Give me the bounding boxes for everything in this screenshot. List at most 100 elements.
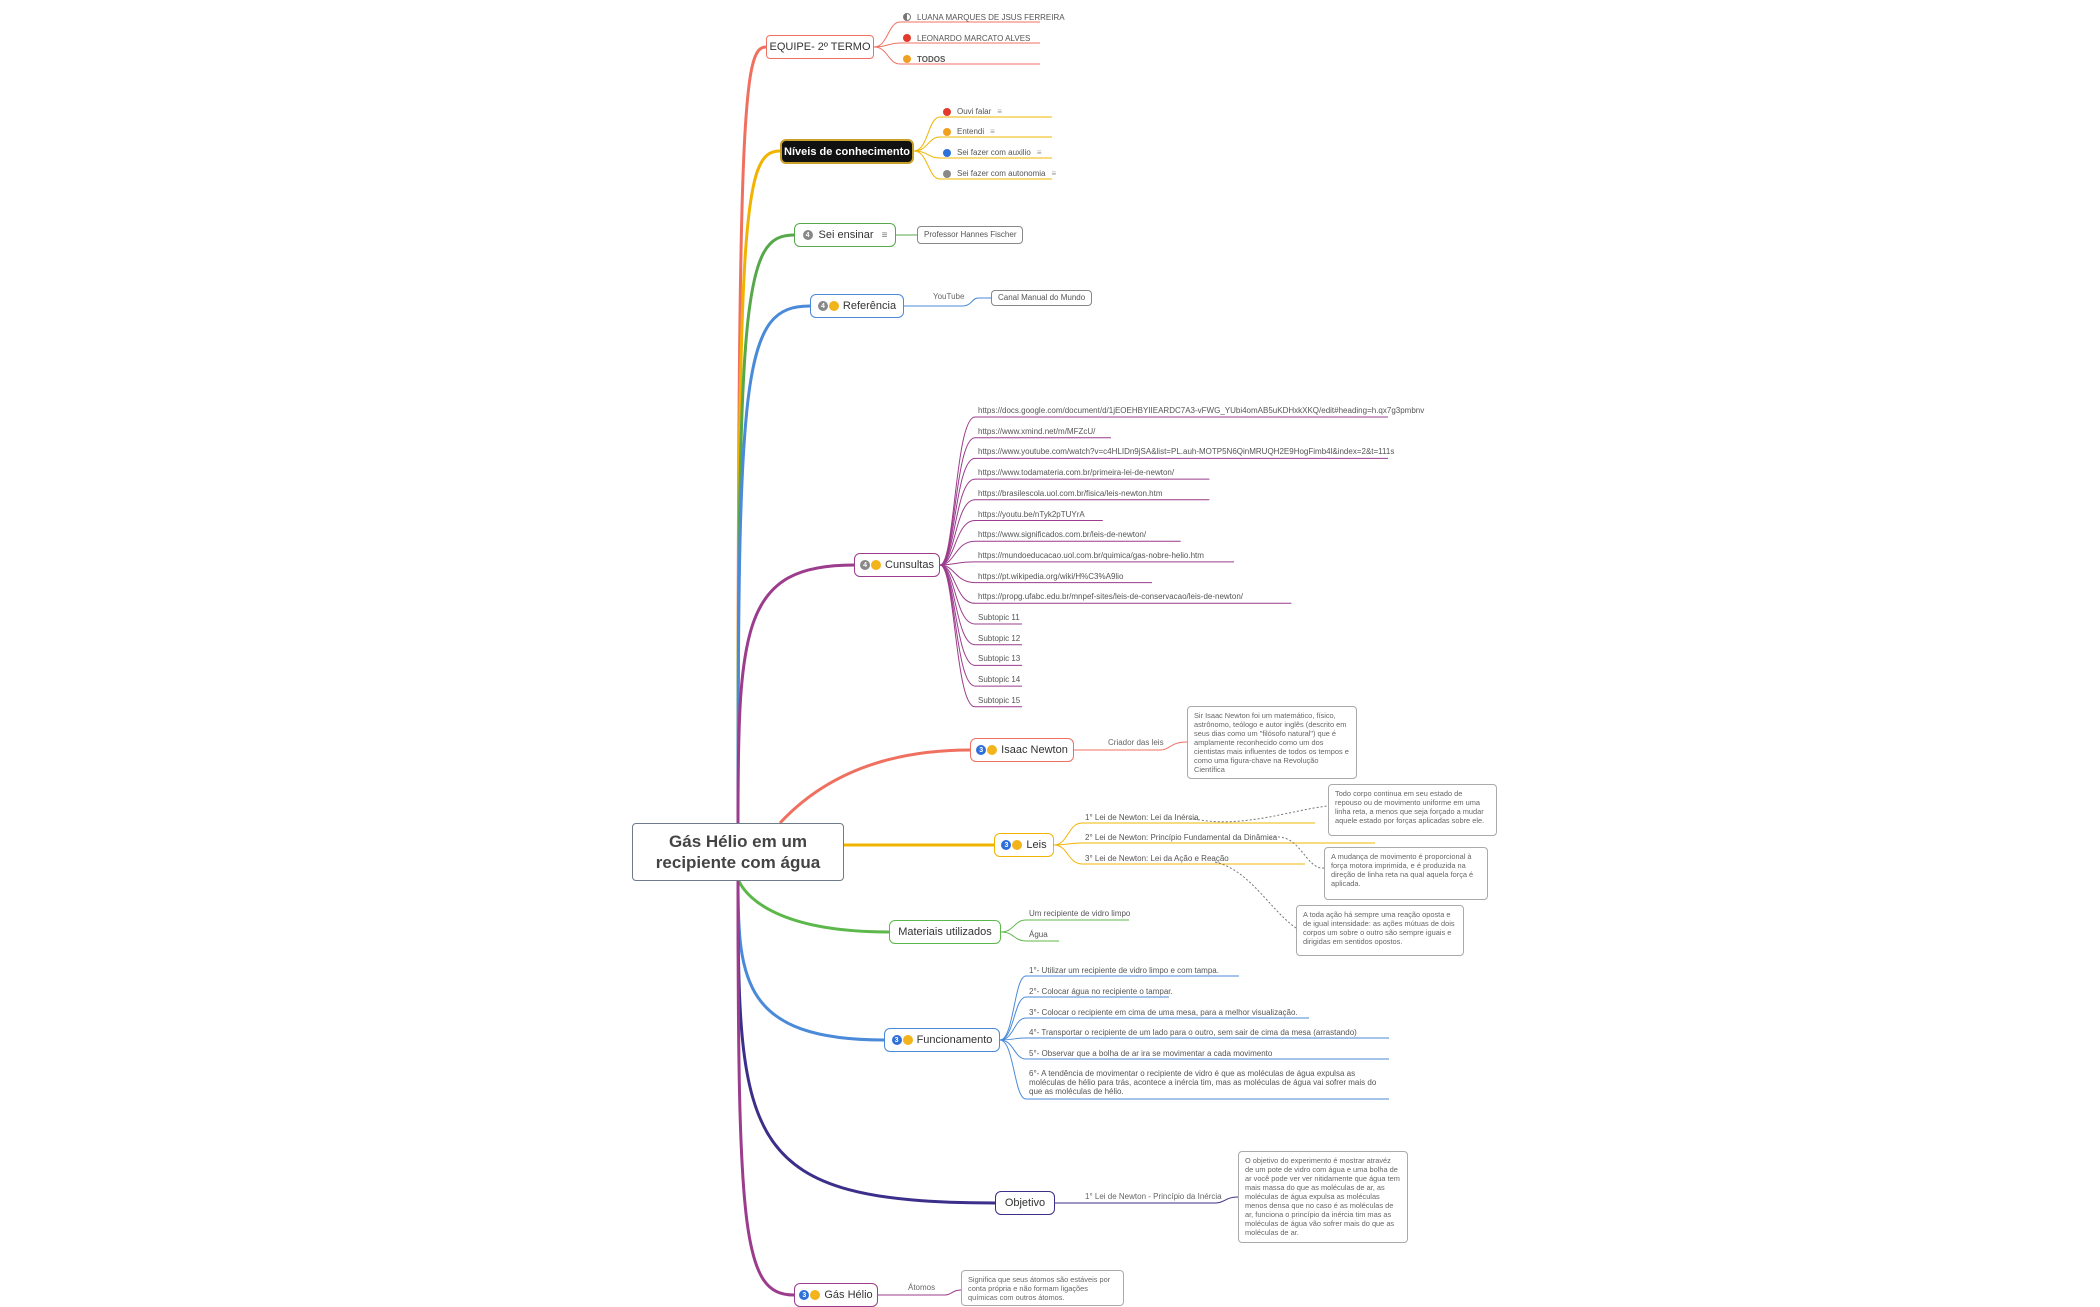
child-line <box>1053 844 1305 865</box>
topic-leis-label: Leis <box>1026 839 1047 851</box>
topic-objetivo[interactable]: Objetivo <box>995 1191 1055 1215</box>
reference-link[interactable]: https://www.significados.com.br/leis-de-… <box>978 530 1147 540</box>
reference-link[interactable]: https://www.xmind.net/m/MFZcU/ <box>978 426 1096 436</box>
teacher-item[interactable]: Professor Hannes Fischer <box>917 226 1024 244</box>
note-icon: ≡ <box>1051 169 1057 178</box>
member-item[interactable]: TODOS <box>903 55 945 65</box>
subtopic-item[interactable]: Subtopic 14 <box>978 675 1021 685</box>
topic-referencia-label: Referência <box>842 300 897 312</box>
level-item[interactable]: Sei fazer com autonomia≡ <box>943 169 1056 179</box>
topic-equipe-label: EQUIPE- 2º TERMO <box>769 41 871 53</box>
child-line <box>1000 931 1059 942</box>
reference-link[interactable]: https://docs.google.com/document/d/1jEOE… <box>978 406 1425 415</box>
child-line <box>939 520 1103 566</box>
step-item[interactable]: 1°- Utilizar um recipiente de vidro limp… <box>1029 966 1219 975</box>
status-icons: 4 <box>860 560 882 570</box>
subtopic-item[interactable]: Subtopic 12 <box>978 633 1021 643</box>
central-topic[interactable]: Gás Hélio em um recipiente com água <box>632 823 844 881</box>
subtopic-item[interactable]: Subtopic 13 <box>978 654 1021 664</box>
level-item[interactable]: Ouvi falar≡ <box>943 107 1002 117</box>
child-line <box>939 437 1111 566</box>
smiley-icon <box>1012 840 1023 850</box>
gas-helio-label: Átomos <box>908 1283 936 1292</box>
child-line <box>999 1039 1389 1100</box>
law-item[interactable]: 2° Lei de Newton: Princípio Fundamental … <box>1085 833 1278 842</box>
topic-isaac-newton[interactable]: 3 Isaac Newton <box>970 738 1074 762</box>
step-item[interactable]: 4°- Transportar o recipiente de um lado … <box>1029 1028 1357 1037</box>
step-item[interactable]: 2°- Colocar água no recipiente o tampar. <box>1029 987 1173 996</box>
reference-link[interactable]: https://www.youtube.com/watch?v=c4HLIDn9… <box>978 447 1395 457</box>
child-line <box>1055 1196 1239 1204</box>
topic-referencia[interactable]: 4 Referência <box>810 294 904 318</box>
child-line <box>939 564 1292 604</box>
level-item[interactable]: Sei fazer com auxilio≡ <box>943 148 1041 158</box>
note-icon: ≡ <box>997 107 1002 116</box>
law-note[interactable]: Todo corpo continua em seu estado de rep… <box>1328 784 1497 836</box>
topic-gas-helio[interactable]: 3 Gás Hélio <box>794 1283 878 1307</box>
topic-consultas[interactable]: 4 Cunsultas <box>854 553 940 577</box>
topic-objetivo-label: Objetivo <box>1004 1197 1046 1209</box>
law-item[interactable]: 1° Lei de Newton: Lei da Inércia <box>1085 813 1199 822</box>
objetivo-label: 1° Lei de Newton - Princípio da Inércia <box>1085 1192 1222 1201</box>
grey-marker-icon <box>943 170 951 178</box>
law-note[interactable]: A mudança de movimento é proporcional à … <box>1324 847 1488 900</box>
note-icon: ≡ <box>1036 148 1042 157</box>
reference-link[interactable]: https://youtu.be/nTyk2pTUYrA <box>978 509 1085 519</box>
child-line <box>999 996 1169 1041</box>
blue-marker-icon <box>943 149 951 157</box>
relation-line <box>1189 805 1329 823</box>
member-item[interactable]: LEONARDO MARCATO ALVES <box>903 34 1030 44</box>
reference-link[interactable]: https://pt.wikipedia.org/wiki/H%C3%A9lio <box>978 571 1124 581</box>
reference-link[interactable]: https://www.todamateria.com.br/primeira-… <box>978 468 1175 478</box>
topic-funcionamento[interactable]: 3 Funcionamento <box>884 1028 1000 1052</box>
note-icon: ≡ <box>881 229 888 241</box>
branch-line <box>736 304 811 824</box>
reference-link[interactable]: https://propg.ufabc.edu.br/mnpef-sites/l… <box>978 592 1244 602</box>
branch-line <box>736 880 795 1297</box>
smiley-icon <box>902 1035 913 1045</box>
newton-note[interactable]: Sir Isaac Newton foi um matemático, físi… <box>1187 706 1357 779</box>
subtopic-item[interactable]: Subtopic 15 <box>978 695 1021 705</box>
topic-materiais[interactable]: Materiais utilizados <box>889 920 1001 944</box>
child-line <box>904 297 991 307</box>
step-item[interactable]: 3°- Colocar o recipiente em cima de uma … <box>1029 1008 1298 1017</box>
child-line <box>939 478 1210 566</box>
level-item[interactable]: Entendi≡ <box>943 127 995 137</box>
material-item[interactable]: Água <box>1029 930 1048 939</box>
step-item[interactable]: 6°- A tendência de movimentar o recipien… <box>1029 1069 1377 1096</box>
reference-link[interactable]: https://mundoeducacao.uol.com.br/quimica… <box>978 550 1204 560</box>
objetivo-note[interactable]: O objetivo do experimento é mostrar atra… <box>1238 1151 1408 1243</box>
child-line <box>939 457 1388 566</box>
topic-leis[interactable]: 3 Leis <box>994 833 1054 857</box>
child-line <box>878 1289 962 1296</box>
child-line <box>873 46 1040 65</box>
smiley-icon <box>987 745 998 755</box>
topic-equipe[interactable]: EQUIPE- 2º TERMO <box>766 35 874 59</box>
subtopic-item[interactable]: Subtopic 11 <box>978 613 1020 622</box>
topic-materiais-label: Materiais utilizados <box>898 926 992 938</box>
law-item[interactable]: 3° Lei de Newton: Lei da Ação e Reação <box>1085 854 1229 863</box>
law-note[interactable]: A toda ação há sempre uma reação oposta … <box>1296 905 1464 956</box>
step-item[interactable]: 5°- Observar que a bolha de ar ira se mo… <box>1029 1049 1273 1058</box>
topic-gas-helio-label: Gás Hélio <box>824 1289 873 1301</box>
gas-helio-note[interactable]: Significa que seus átomos são estáveis p… <box>961 1270 1124 1306</box>
status-icons: 3 <box>799 1290 821 1300</box>
child-line <box>873 21 1040 48</box>
branch-line <box>736 563 855 824</box>
child-line <box>1053 842 1375 846</box>
child-line <box>939 564 1022 708</box>
topic-niveis[interactable]: Níveis de conhecimento <box>780 139 914 164</box>
member-item[interactable]: LUANA MARQUES DE JSUS FERREIRA <box>903 13 1065 23</box>
child-line <box>1053 822 1315 846</box>
topic-sei-ensinar[interactable]: 4 Sei ensinar ≡ <box>794 223 896 247</box>
reference-item[interactable]: Canal Manual do Mundo <box>991 290 1093 306</box>
branch-line <box>736 878 890 934</box>
material-item[interactable]: Um recipiente de vidro limpo <box>1029 909 1131 918</box>
child-line <box>913 136 1052 152</box>
reference-link[interactable]: https://brasilescola.uol.com.br/fisica/l… <box>978 488 1163 498</box>
relation-line <box>1269 836 1325 869</box>
note-icon: ≡ <box>990 127 995 136</box>
central-topic-label: Gás Hélio em um recipiente com água <box>655 832 821 872</box>
relation-line <box>1214 861 1297 929</box>
